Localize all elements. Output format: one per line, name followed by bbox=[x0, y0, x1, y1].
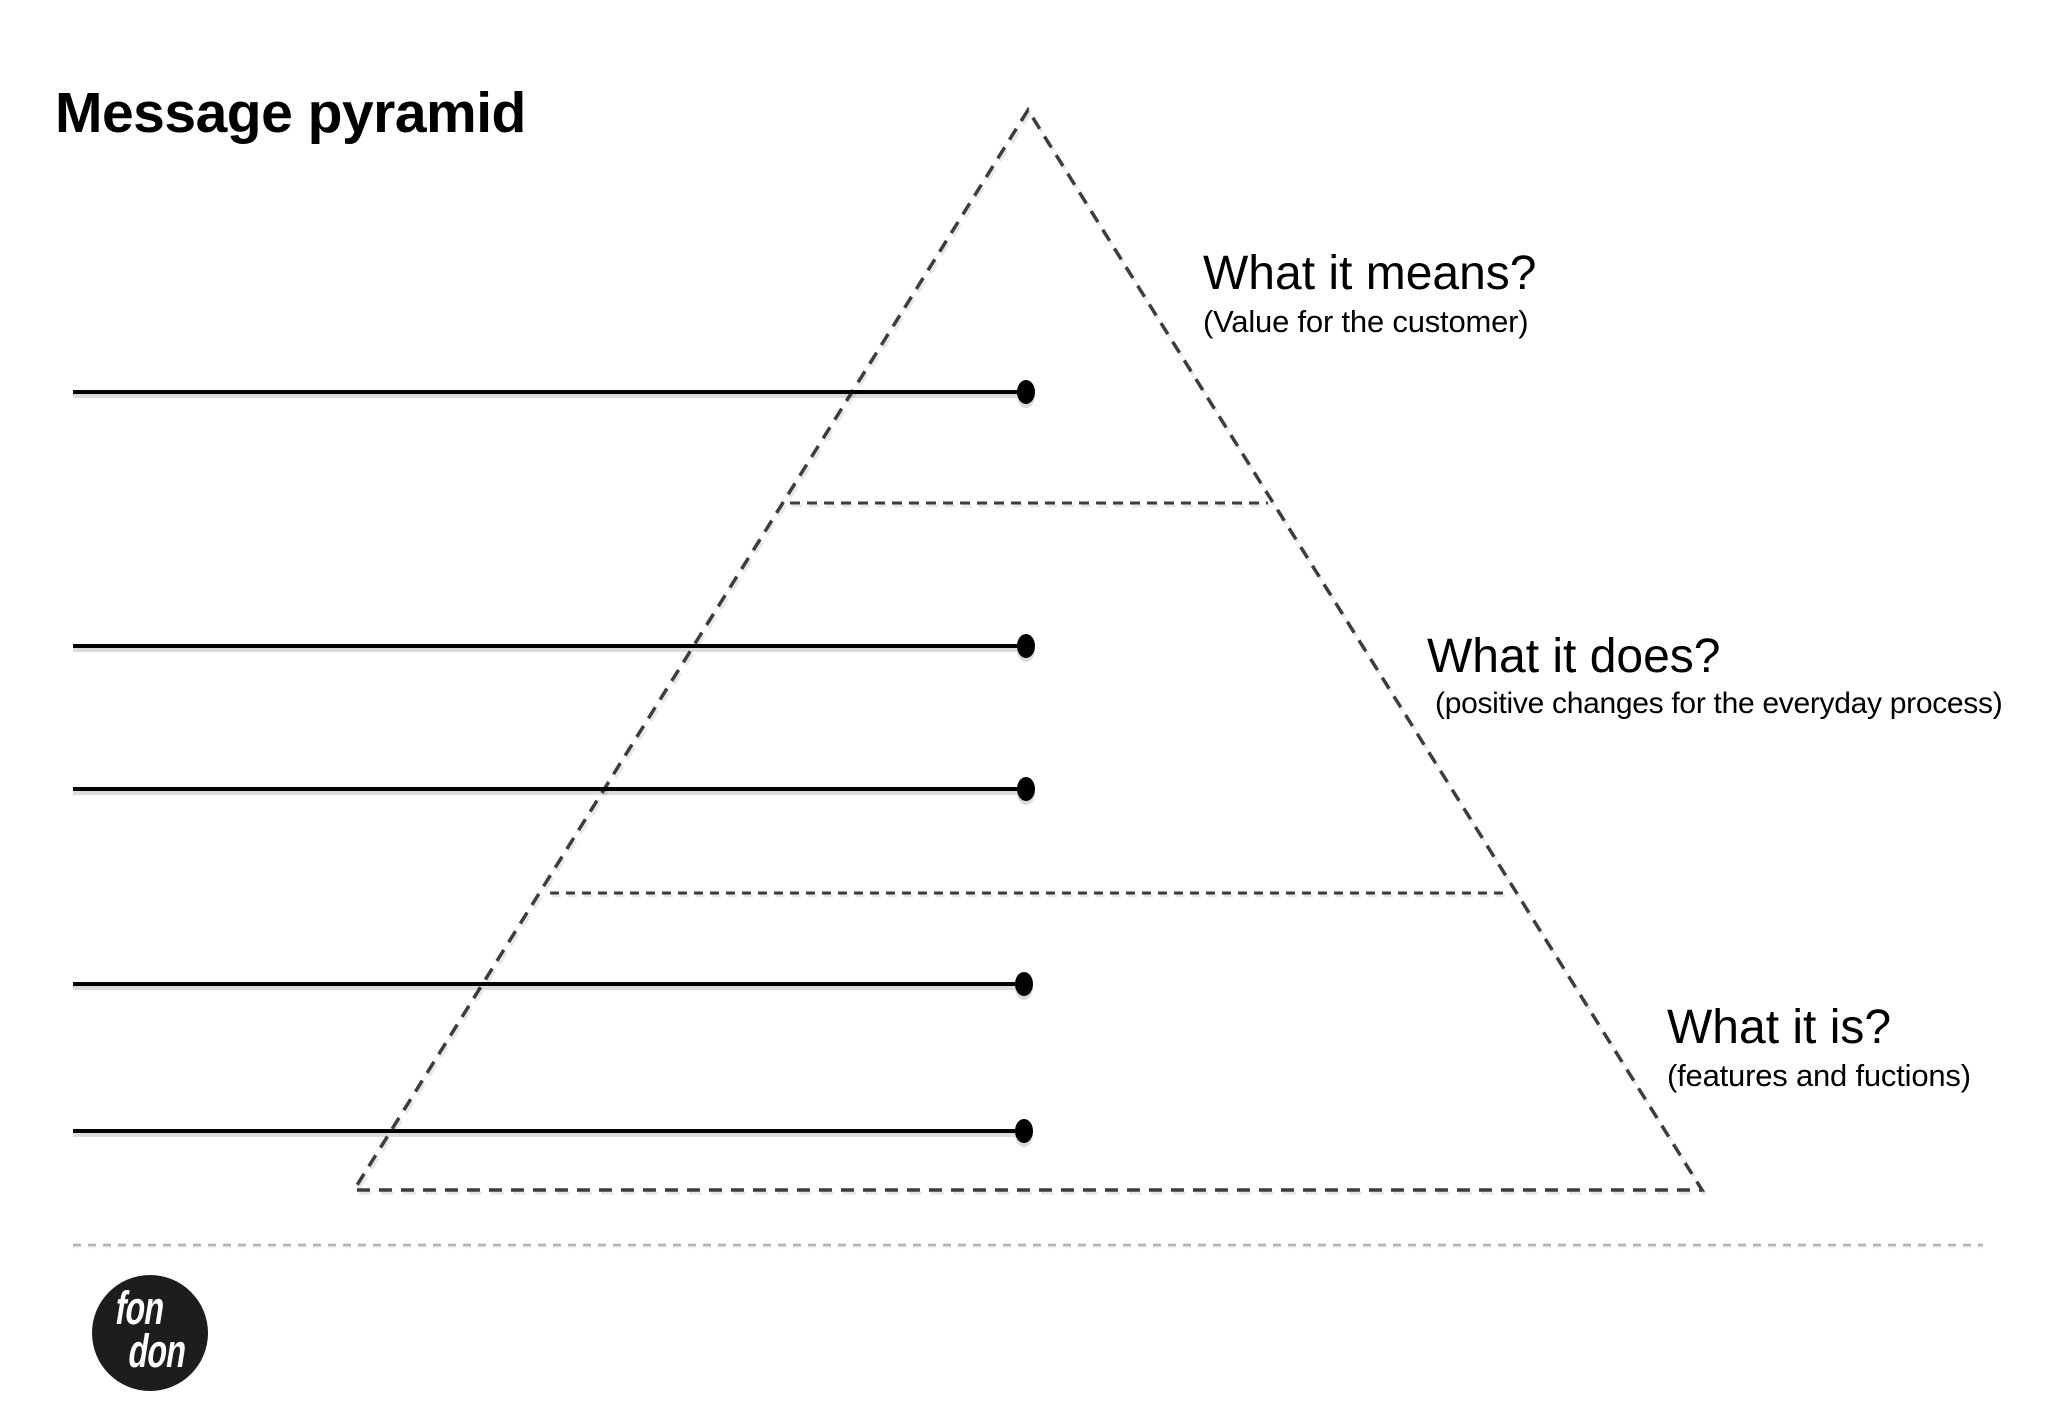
callout-dot-5 bbox=[1015, 1119, 1033, 1143]
tier-bottom-label: What it is? bbox=[1667, 1001, 1892, 1054]
tier-label-what-it-is: What it is? (features and fuctions) bbox=[1667, 1000, 1971, 1094]
tier-label-what-it-means: What it means? (Value for the customer) bbox=[1203, 246, 1536, 340]
tier-label-what-it-does: What it does? (positive changes for the … bbox=[1427, 629, 2003, 722]
tier-middle-label: What it does? bbox=[1427, 630, 1721, 683]
callout-dot-4 bbox=[1015, 972, 1033, 996]
callout-dot-1 bbox=[1017, 380, 1035, 404]
tier-middle-sublabel: (positive changes for the everyday proce… bbox=[1435, 687, 2003, 721]
tier-top-sublabel: (Value for the customer) bbox=[1203, 304, 1529, 340]
tier-bottom-sublabel: (features and fuctions) bbox=[1667, 1058, 1971, 1094]
pyramid-outline bbox=[350, 106, 1706, 1192]
page-title: Message pyramid bbox=[55, 81, 526, 146]
callout-dot-3 bbox=[1017, 777, 1035, 801]
tier-top-label: What it means? bbox=[1203, 247, 1537, 300]
fondon-logo: fon don bbox=[92, 1275, 208, 1391]
callout-dot-2 bbox=[1017, 634, 1035, 658]
logo-text-line2: don bbox=[125, 1324, 191, 1377]
